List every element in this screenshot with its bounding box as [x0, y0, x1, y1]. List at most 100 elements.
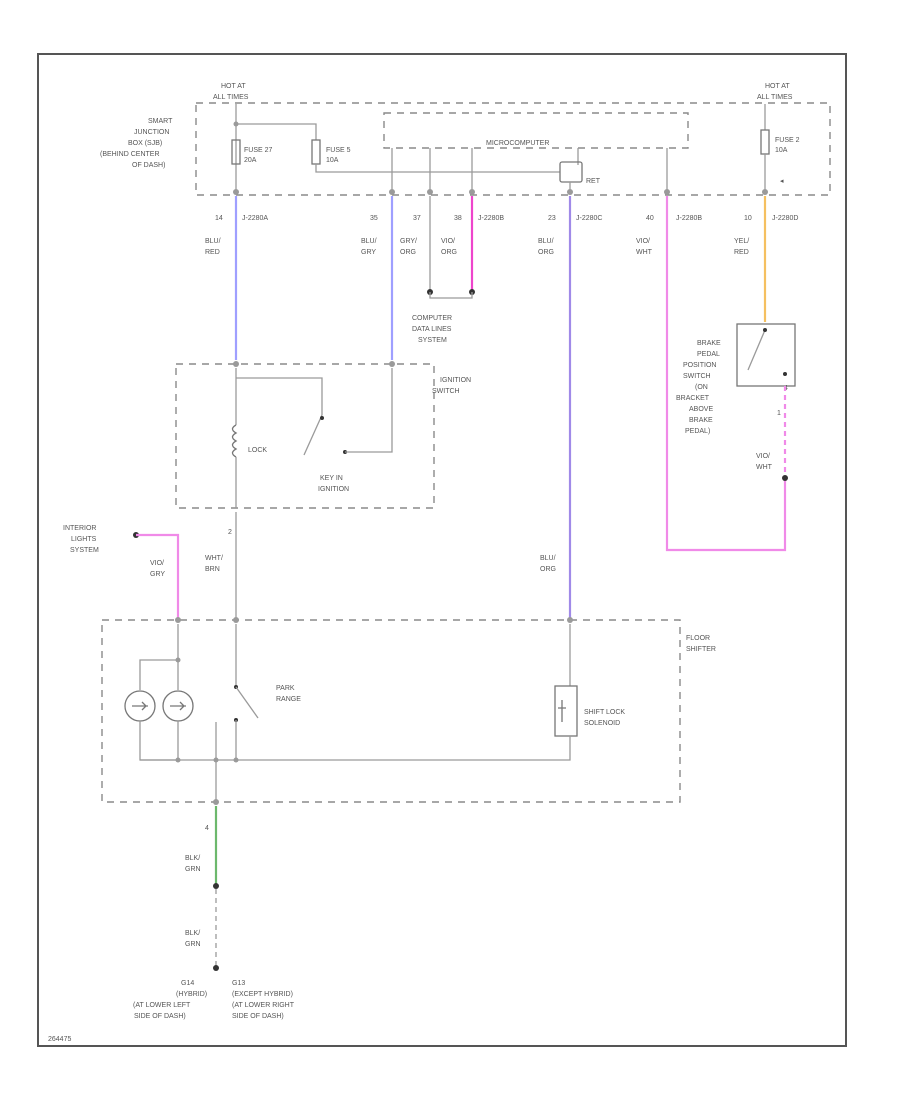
connector-c4: J-2280B	[676, 215, 702, 222]
wire-40-color-1: VIO/	[636, 238, 650, 245]
g14-label-1: G14	[181, 980, 194, 987]
sjb-label-2: JUNCTION	[134, 129, 169, 136]
connector-c2: J-2280B	[478, 215, 504, 222]
interior-lights-label-3: SYSTEM	[70, 547, 99, 554]
computer-data-label-1: COMPUTER	[412, 315, 452, 322]
pin-23-label: 23	[548, 215, 556, 222]
key-in-ignition-label-2: IGNITION	[318, 486, 349, 493]
hot-at-left-label-2: ALL TIMES	[213, 94, 249, 101]
g13-label-3: (AT LOWER RIGHT	[232, 1002, 295, 1009]
pin-37-label: 37	[413, 215, 421, 222]
lock-coil-icon	[231, 424, 238, 458]
floor-shifter-label-1: FLOOR	[686, 635, 710, 642]
pin-35-node	[389, 189, 395, 195]
brake-label-3: POSITION	[683, 362, 716, 369]
ground-pin-4: 4	[205, 825, 209, 832]
hot-at-left-label-1: HOT AT	[221, 83, 246, 90]
fuse27-label-2: 20A	[244, 157, 257, 164]
sjb-label-5: OF DASH)	[132, 162, 165, 169]
pin-40-node	[664, 189, 670, 195]
wire-gnd1-color-2: GRN	[185, 866, 201, 873]
wire-38-color-2: ORG	[441, 249, 457, 256]
brake-connector-dot	[782, 475, 788, 481]
floor-ground-bus	[140, 736, 571, 761]
wire-sol-color-1: BLU/	[540, 555, 556, 562]
pin-38-node	[469, 189, 475, 195]
fuse5-feed	[236, 123, 317, 140]
hot-at-right-label-2: ALL TIMES	[757, 94, 793, 101]
fuse5-out	[315, 164, 560, 173]
shift-lock-label-1: SHIFT LOCK	[584, 709, 625, 716]
key-in-ignition-switch-icon	[303, 414, 323, 456]
wire-40-color-2: WHT	[636, 249, 653, 256]
microcomputer-label: MICROCOMPUTER	[486, 140, 549, 147]
lamp-split-dot	[175, 657, 181, 663]
wire-vio-wht-loop	[665, 196, 787, 552]
floor-shifter-enclosure	[101, 619, 681, 803]
brake-label-2: PEDAL	[697, 351, 720, 358]
ign-node-right	[389, 361, 395, 367]
brake-label-5: (ON	[695, 384, 708, 391]
g14-label-2: (HYBRID)	[176, 991, 207, 998]
pin-14-node	[233, 189, 239, 195]
pin-10-node	[762, 189, 768, 195]
wire-23-color-2: ORG	[538, 249, 554, 256]
pin-38-label: 38	[454, 215, 462, 222]
brake-pedal-switch-box	[736, 323, 796, 387]
ignition-switch-label-2: SWITCH	[432, 388, 460, 395]
fs-node-ign	[233, 617, 239, 623]
pin-23-node	[567, 189, 573, 195]
connector-c3: J-2280C	[576, 215, 602, 222]
pin-14-label: 14	[215, 215, 223, 222]
fuse5-label-2: 10A	[326, 157, 339, 164]
sjb-label-3: BOX (SJB)	[128, 140, 162, 147]
fs-node-sol	[567, 617, 573, 623]
wire-vio-gry	[136, 533, 180, 618]
ign-right-wire	[345, 368, 393, 453]
interior-lights-label-1: INTERIOR	[63, 525, 96, 532]
g13-label-4: SIDE OF DASH)	[232, 1013, 284, 1020]
pin-40-label: 40	[646, 215, 654, 222]
computer-data-label-3: SYSTEM	[418, 337, 447, 344]
lamp-1-glyph	[132, 701, 148, 711]
fuse-junction-dot	[233, 121, 239, 127]
floor-shifter-label-2: SHIFTER	[686, 646, 716, 653]
wire-ign-color-1: WHT/	[205, 555, 223, 562]
ignition-switch-label-1: IGNITION	[440, 377, 471, 384]
brake-switch-dot-bottom	[783, 372, 787, 376]
wire-37-color-1: GRY/	[400, 238, 417, 245]
figure-code: 264475	[48, 1036, 71, 1043]
sjb-label-1: SMART	[148, 118, 173, 125]
brake-label-8: BRAKE	[689, 417, 713, 424]
ground-terminal-icon	[213, 965, 219, 971]
wire-gnd1-color-1: BLK/	[185, 855, 200, 862]
lamp-2-glyph	[170, 701, 186, 711]
pin-10-label: 10	[744, 215, 752, 222]
brake-pin-1: 1	[777, 410, 781, 417]
interior-lights-label-2: LIGHTS	[71, 536, 97, 543]
wire-bps-color-2: WHT	[756, 464, 773, 471]
ign-key-feed	[236, 377, 323, 415]
wire-10-color-2: RED	[734, 249, 749, 256]
wire-35-color-1: BLU/	[361, 238, 377, 245]
ign-node-left	[233, 361, 239, 367]
g13-label-2: (EXCEPT HYBRID)	[232, 991, 293, 998]
wire-38-color-1: VIO/	[441, 238, 455, 245]
g14-label-3: (AT LOWER LEFT	[133, 1002, 191, 1009]
fuse2-label-2: 10A	[775, 147, 788, 154]
brake-label-7: ABOVE	[689, 406, 713, 413]
park-range-switch-icon	[235, 686, 259, 719]
park-range-label-1: PARK	[276, 685, 295, 692]
data-line-bridge	[429, 292, 473, 299]
sjb-enclosure	[195, 102, 831, 196]
ground-node	[213, 799, 219, 805]
fs-node-lights	[175, 617, 181, 623]
pin-37-node	[427, 189, 433, 195]
ign-pin-2: 2	[228, 529, 232, 536]
wire-int-color-2: GRY	[150, 571, 165, 578]
brake-label-6: BRACKET	[676, 395, 710, 402]
park-range-label-2: RANGE	[276, 696, 301, 703]
solenoid-glyph	[558, 700, 566, 722]
